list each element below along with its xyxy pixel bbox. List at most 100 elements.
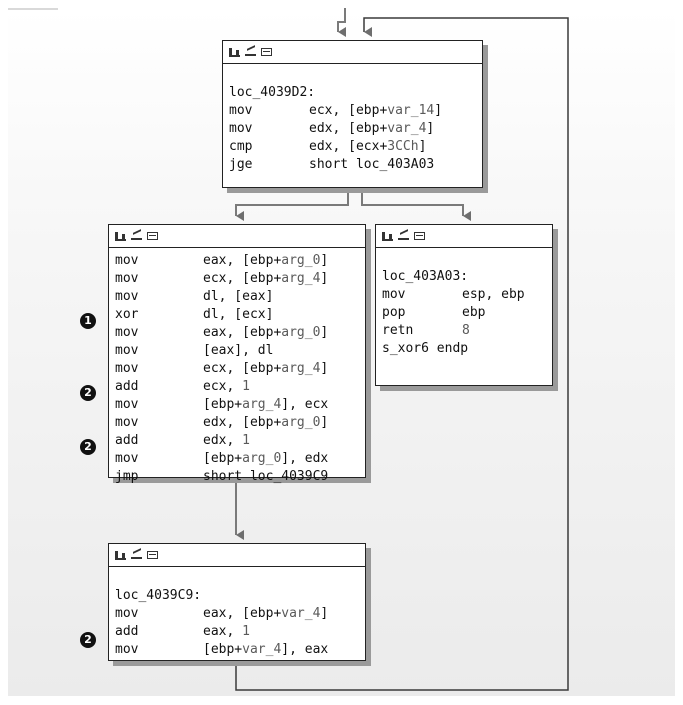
operand-text: esp, ebp xyxy=(462,287,525,302)
text-view-icon[interactable] xyxy=(147,551,158,559)
operand-symbol[interactable]: var_4 xyxy=(281,606,321,621)
operand-text: eax, [ebp+ xyxy=(203,606,282,621)
operand-text: eax, [ebp+ xyxy=(203,253,282,268)
operand-text: ] xyxy=(434,103,443,118)
operand-symbol[interactable]: var_4 xyxy=(387,121,427,136)
operand: ecx, [ebp+arg_4] xyxy=(203,271,328,286)
mnemonic: cmp xyxy=(229,139,253,154)
graph-icon[interactable] xyxy=(229,47,240,57)
operand-symbol[interactable]: arg_0 xyxy=(281,325,321,340)
operand: ecx, 1 xyxy=(203,379,250,394)
operand-text: ecx, [ebp+ xyxy=(203,361,282,376)
operand-text: eax, [ebp+ xyxy=(203,325,282,340)
operand-symbol[interactable]: arg_0 xyxy=(281,253,321,268)
operand-symbol[interactable]: var_14 xyxy=(387,103,435,118)
operand-text: ] xyxy=(320,606,329,621)
operand: [ebp+var_4], eax xyxy=(203,642,328,657)
mnemonic: jge xyxy=(229,157,253,172)
operand-text: ebp xyxy=(462,305,486,320)
mnemonic: mov xyxy=(115,361,139,376)
instruction-line[interactable]: mov[ebp+arg_4], ecx xyxy=(115,396,359,414)
operand: esp, ebp xyxy=(462,287,525,302)
chart-icon[interactable] xyxy=(398,232,409,240)
mnemonic: mov xyxy=(115,253,139,268)
instruction-line[interactable]: mov eax, [ebp+var_4] xyxy=(115,605,359,623)
operand-symbol[interactable]: 1 xyxy=(242,379,250,394)
instruction-line[interactable]: mov esp, ebp xyxy=(382,286,546,304)
operand-symbol[interactable]: 1 xyxy=(242,624,250,639)
operand: edx, 1 xyxy=(203,433,250,448)
operand-text: ] xyxy=(320,271,329,286)
operand-symbol[interactable]: 3CCh xyxy=(387,139,419,154)
operand-text: short loc_4039C9 xyxy=(203,469,329,484)
operand-symbol[interactable]: var_4 xyxy=(242,642,282,657)
operand-text: dl, [ecx] xyxy=(203,307,274,322)
mnemonic: jmp xyxy=(115,469,139,484)
mnemonic: xor xyxy=(115,307,139,322)
operand-symbol[interactable]: arg_4 xyxy=(281,271,321,286)
mnemonic: mov xyxy=(115,606,139,621)
instruction-line[interactable]: s_xor6 endp xyxy=(382,340,546,358)
operand-symbol[interactable]: 1 xyxy=(242,433,250,448)
mnemonic: mov xyxy=(382,287,406,302)
mnemonic: pop xyxy=(382,305,406,320)
block-label[interactable]: loc_403A03: xyxy=(382,269,469,284)
mnemonic: s_xor6 endp xyxy=(382,341,469,356)
graph-icon[interactable] xyxy=(115,550,126,560)
instruction-line[interactable]: mov[ebp+arg_0], edx xyxy=(115,450,359,468)
instruction-line[interactable]: mov [ebp+var_4], eax xyxy=(115,641,359,659)
chart-icon[interactable] xyxy=(245,48,256,56)
operand: [eax], dl xyxy=(203,343,273,358)
text-view-icon[interactable] xyxy=(147,232,158,240)
operand-symbol[interactable]: arg_4 xyxy=(242,397,282,412)
operand-symbol[interactable]: arg_0 xyxy=(242,451,282,466)
block-label[interactable]: loc_4039D2: xyxy=(229,85,316,100)
operand-symbol[interactable]: arg_0 xyxy=(281,415,321,430)
operand-symbol[interactable]: 8 xyxy=(462,323,470,338)
instruction-line[interactable]: pop ebp xyxy=(382,304,546,322)
instruction-line[interactable]: jmp short loc_4039C9 xyxy=(115,468,359,486)
graph-icon[interactable] xyxy=(115,231,126,241)
instruction-line[interactable]: xor dl, [ecx] xyxy=(115,306,359,324)
marker-1: 1 xyxy=(80,313,96,329)
marker-2: 2 xyxy=(80,632,96,648)
block-label[interactable]: loc_4039C9: xyxy=(115,588,202,603)
instruction-line[interactable]: add edx, 1 xyxy=(115,432,359,450)
text-view-icon[interactable] xyxy=(261,48,272,56)
marker-2: 2 xyxy=(80,439,96,455)
operand: eax, [ebp+arg_0] xyxy=(203,325,328,340)
operand: [ebp+arg_4], ecx xyxy=(203,397,328,412)
instruction-line[interactable]: mov[eax], dl xyxy=(115,342,359,360)
instruction-line[interactable]: mov ecx, [ebp+arg_4] xyxy=(115,360,359,378)
mnemonic: mov xyxy=(115,642,139,657)
text-view-icon[interactable] xyxy=(414,232,425,240)
chart-icon[interactable] xyxy=(131,551,142,559)
graph-icon[interactable] xyxy=(382,231,393,241)
operand-symbol[interactable]: arg_4 xyxy=(281,361,321,376)
chart-icon[interactable] xyxy=(131,232,142,240)
mnemonic: add xyxy=(115,433,139,448)
operand: ebp xyxy=(462,305,485,320)
marker-2: 2 xyxy=(80,385,96,401)
operand-text: ] xyxy=(320,361,329,376)
operand-text: [eax], dl xyxy=(203,343,274,358)
